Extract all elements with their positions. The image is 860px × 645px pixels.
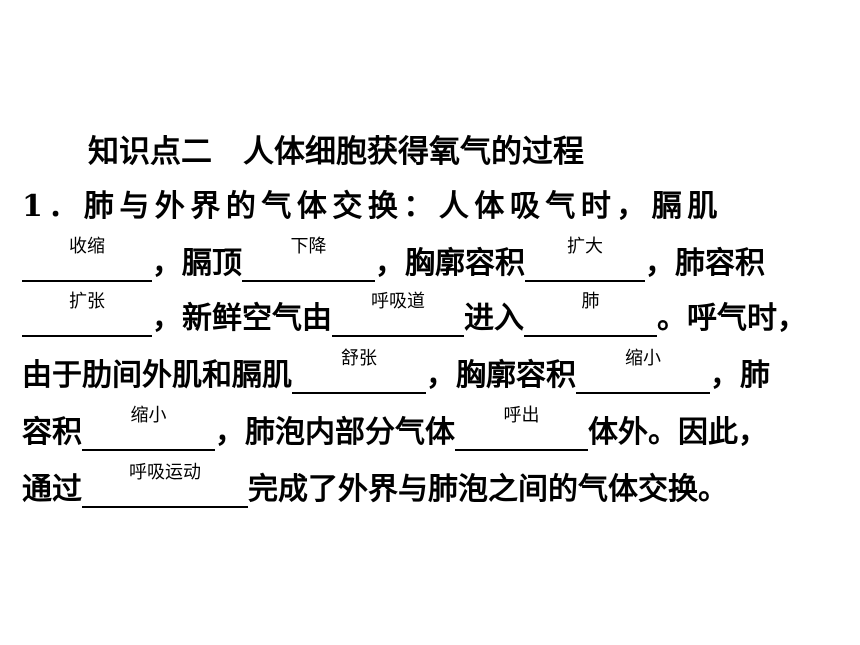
answer-text: 下降 <box>290 236 327 257</box>
text-segment: ，肺泡内部分气体 <box>215 415 455 450</box>
text-line-5: 容积 缩小 ，肺泡内部分气体 呼出 体外。因此， <box>22 405 768 451</box>
answer-text: 舒张 <box>341 348 377 369</box>
answer-text: 呼出 <box>503 405 540 426</box>
answer-blank-6[interactable]: 肺 <box>524 291 657 337</box>
answer-text: 扩大 <box>567 236 603 257</box>
text-segment: 由于肋间外肌和膈肌 <box>22 358 292 393</box>
text-segment: ，新鲜空气由 <box>152 301 332 336</box>
text-segment: 。呼气时， <box>657 301 807 336</box>
text-segment: 通过 <box>22 472 82 507</box>
text-segment: 容积 <box>22 415 82 450</box>
text-line-6: 通过 呼吸运动 完成了外界与肺泡之间的气体交换。 <box>22 462 728 508</box>
text-segment: 体外。因此， <box>588 415 768 450</box>
answer-blank-11[interactable]: 呼吸运动 <box>82 462 248 508</box>
answer-blank-3[interactable]: 扩大 <box>525 236 645 282</box>
answer-blank-7[interactable]: 舒张 <box>292 348 426 394</box>
answer-blank-1[interactable]: 收缩 <box>22 236 152 282</box>
text-segment: ，肺容积 <box>645 246 765 281</box>
answer-blank-2[interactable]: 下降 <box>242 236 375 282</box>
answer-text: 呼吸运动 <box>129 462 201 483</box>
answer-text: 收缩 <box>69 236 105 257</box>
text-line-4: 由于肋间外肌和膈肌 舒张 ，胸廓容积 缩小 ，肺 <box>22 348 770 394</box>
text-line-1: 1．肺与外界的气体交换：人体吸气时，膈肌 <box>22 185 723 225</box>
answer-text: 缩小 <box>130 405 167 426</box>
answer-text: 缩小 <box>625 348 661 369</box>
text-line-3: 扩张 ，新鲜空气由 呼吸道 进入 肺 。呼气时， <box>22 291 807 337</box>
text-segment: ，胸廓容积 <box>426 358 576 393</box>
text-segment: ，膈顶 <box>152 246 242 281</box>
section-heading: 知识点二 人体细胞获得氧气的过程 <box>88 134 584 170</box>
answer-text: 呼吸道 <box>371 291 425 312</box>
answer-blank-10[interactable]: 呼出 <box>455 405 588 451</box>
answer-text: 扩张 <box>69 291 105 312</box>
text-segment: ，肺 <box>710 358 770 393</box>
answer-blank-8[interactable]: 缩小 <box>576 348 710 394</box>
text-segment: ，胸廓容积 <box>375 246 525 281</box>
answer-text: 肺 <box>581 291 600 312</box>
text-segment: 进入 <box>464 301 524 336</box>
text-segment: 1．肺与外界的气体交换：人体吸气时，膈肌 <box>22 189 723 224</box>
answer-blank-9[interactable]: 缩小 <box>82 405 215 451</box>
answer-blank-5[interactable]: 呼吸道 <box>332 291 464 337</box>
answer-blank-4[interactable]: 扩张 <box>22 291 152 337</box>
text-segment: 完成了外界与肺泡之间的气体交换。 <box>248 472 728 507</box>
text-line-2: 收缩 ，膈顶 下降 ，胸廓容积 扩大 ，肺容积 <box>22 236 765 282</box>
